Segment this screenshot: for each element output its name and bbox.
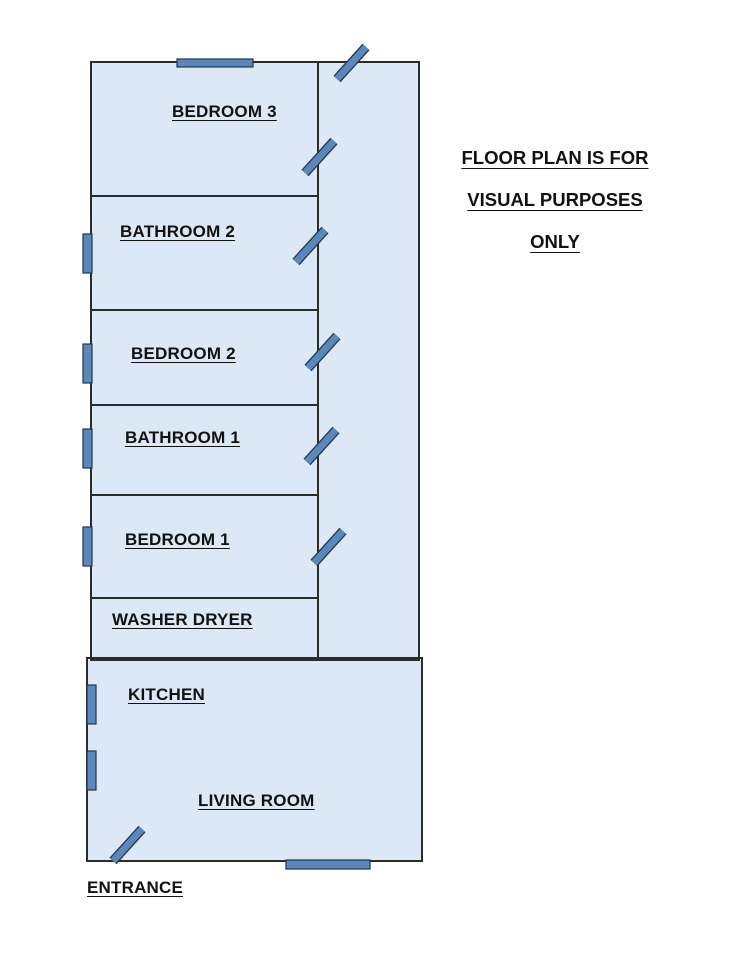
disclaimer-line-2: VISUAL PURPOSES: [467, 189, 643, 210]
window-kitchen: [86, 684, 97, 725]
bedroom-3-area: [91, 62, 318, 196]
room-label-bathroom-2: BATHROOM 2: [120, 222, 236, 241]
window-living-left: [86, 750, 97, 791]
room-label-bathroom-1: BATHROOM 1: [125, 428, 241, 447]
room-label-bedroom-3: BEDROOM 3: [172, 102, 277, 121]
door-bedroom2-fill: [305, 333, 340, 371]
window-bathroom2: [82, 233, 93, 274]
door-bathroom1-fill: [304, 427, 339, 465]
bathroom-1-area: [91, 405, 318, 495]
door-bedroom3-fill: [302, 138, 337, 176]
entrance-label: ENTRANCE: [87, 878, 184, 897]
door-top-exterior-fill: [334, 44, 369, 82]
washer-dryer-area: [91, 598, 318, 660]
disclaimer-line-3: ONLY: [530, 231, 580, 252]
disclaimer-line-1: FLOOR PLAN IS FOR: [461, 147, 649, 168]
door-entrance-fill: [110, 826, 145, 864]
window-bedroom3-top: [176, 58, 254, 68]
door-bathroom2-fill: [293, 227, 328, 265]
bathroom-2-area: [91, 196, 318, 310]
door-bedroom1-fill: [311, 528, 346, 566]
bedroom-2-area: [91, 310, 318, 405]
kitchen-living-area: [87, 658, 422, 861]
window-bedroom2: [82, 343, 93, 384]
window-living-bottom: [285, 859, 371, 870]
room-label-bedroom-1: BEDROOM 1: [125, 530, 230, 549]
room-label-living-room: LIVING ROOM: [198, 791, 315, 810]
room-label-washer-dryer: WASHER DRYER: [112, 610, 253, 629]
bedroom-1-area: [91, 495, 318, 598]
window-bathroom1: [82, 428, 93, 469]
hallway-area: [318, 62, 419, 660]
room-label-kitchen: KITCHEN: [128, 685, 205, 704]
room-label-bedroom-2: BEDROOM 2: [131, 344, 236, 363]
window-bedroom1: [82, 526, 93, 567]
